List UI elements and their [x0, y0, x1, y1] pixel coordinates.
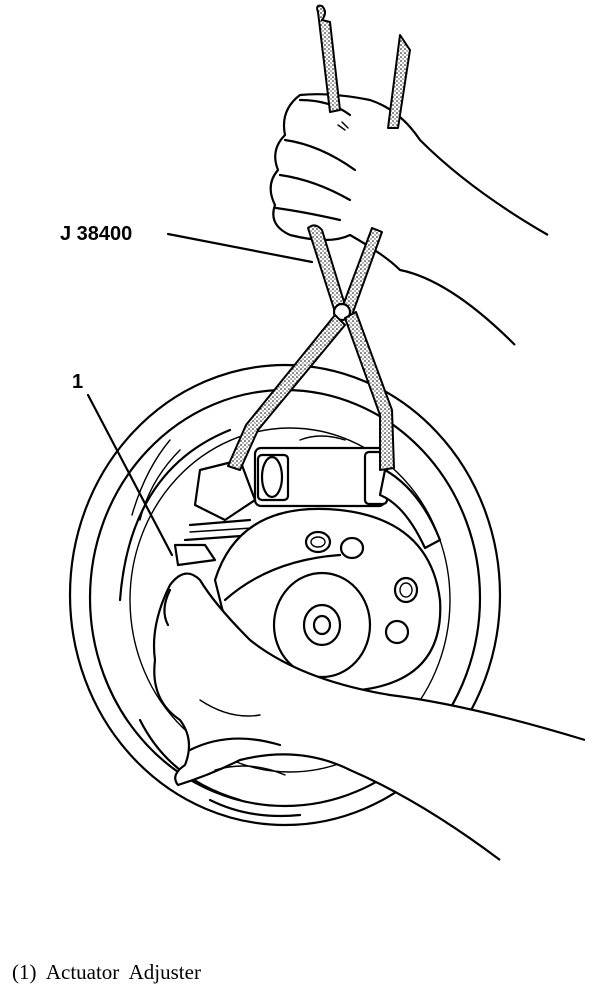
- axle-hub: [213, 507, 442, 692]
- tool-label: J 38400: [60, 223, 132, 245]
- tool-leader-line: [166, 232, 314, 264]
- wheel-stud: [384, 619, 410, 645]
- lower-hand: [152, 572, 586, 861]
- callout-number: 1: [72, 371, 83, 393]
- brake-spring-tool: [227, 4, 411, 471]
- wheel-stud: [304, 530, 332, 554]
- wheel-stud: [339, 536, 365, 560]
- wheel-stud: [393, 576, 419, 604]
- brake-shoe-assembly: [173, 458, 442, 567]
- upper-hand: [269, 93, 549, 346]
- callout-leader-line: [86, 393, 174, 557]
- figure-caption: (1) Actuator Adjuster: [12, 960, 201, 984]
- wheel-cylinder: [253, 435, 389, 508]
